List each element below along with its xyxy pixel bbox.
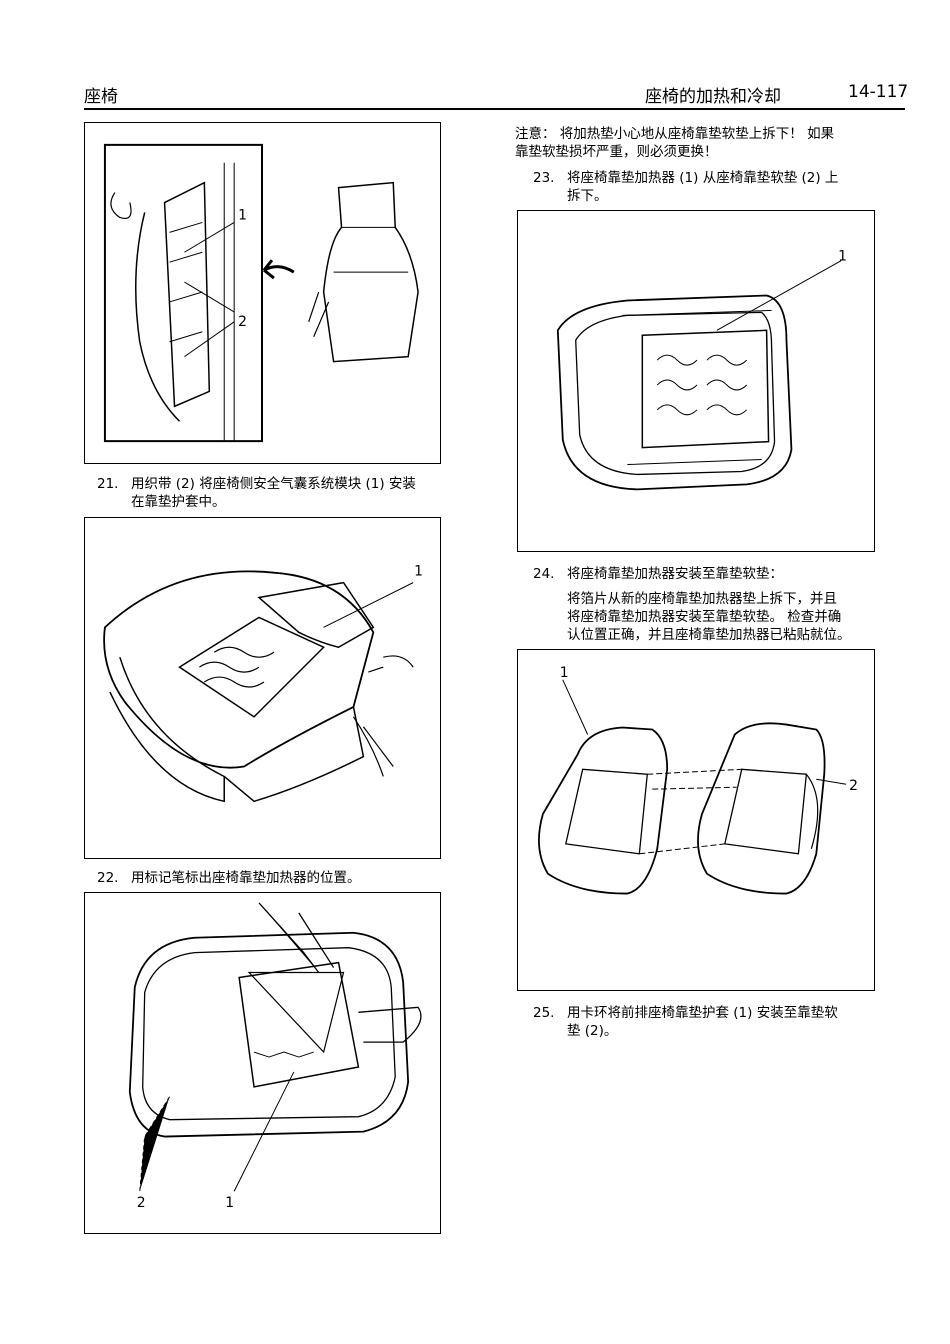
callout-1: 1 [838, 249, 847, 265]
step-22: 22. 用标记笔标出座椅靠垫加热器的位置。 [97, 869, 477, 889]
figure-remove-heater: 1 [517, 210, 875, 552]
figure-install-cover: 1 2 [517, 649, 875, 991]
page-number: 14-117 [848, 82, 909, 102]
callout-1: 1 [238, 207, 247, 223]
step-text-line1: 用卡环将前排座椅靠垫护套 (1) 安装至靠垫软 [567, 1005, 838, 1021]
step-number: 22. [97, 870, 119, 886]
install-cover-illustration: 1 2 [538, 665, 858, 895]
header-rule [84, 108, 905, 110]
step-text-line1: 将座椅靠垫加热器 (1) 从座椅靠垫软垫 (2) 上 [567, 170, 839, 186]
step-21: 21. 用织带 (2) 将座椅侧安全气囊系统模块 (1) 安装 在靠垫护套中。 [97, 475, 477, 515]
step-text-line1: 用标记笔标出座椅靠垫加热器的位置。 [131, 870, 361, 886]
remove-heater-illustration: 1 [556, 249, 847, 491]
step-number: 23. [533, 170, 555, 186]
callout-1: 1 [560, 665, 569, 681]
step-text-line2: 拆下。 [567, 188, 608, 204]
step-24-detail: 将箔片从新的座椅靠垫加热器垫上拆下，并且 将座椅靠垫加热器安装至靠垫软垫。 检查… [567, 590, 907, 644]
page-title: 座椅的加热和冷却 [645, 87, 781, 107]
step-number: 24. [533, 566, 555, 582]
step-text-line2: 在靠垫护套中。 [131, 494, 226, 510]
figure-cushion-heater: 1 [84, 517, 441, 859]
detail-line1: 将箔片从新的座椅靠垫加热器垫上拆下，并且 [567, 591, 837, 607]
note-line1: 注意： 将加热垫小心地从座椅靠垫软垫上拆下！ 如果 [515, 126, 835, 142]
airbag-module-illustration: 1 2 [103, 143, 419, 443]
callout-2: 2 [137, 1195, 146, 1211]
mark-heater-illustration: 2 1 [128, 902, 422, 1211]
step-text-line1: 用织带 (2) 将座椅侧安全气囊系统模块 (1) 安装 [131, 476, 416, 492]
figure-airbag-module: 1 2 [84, 122, 441, 464]
step-text-line2: 垫 (2)。 [567, 1023, 618, 1039]
figure-mark-heater: 2 1 [84, 892, 441, 1234]
callout-2: 2 [238, 314, 247, 330]
callout-2: 2 [849, 778, 858, 794]
step-number: 21. [97, 476, 119, 492]
callout-1: 1 [414, 564, 423, 580]
detail-line3: 认位置正确，并且座椅靠垫加热器已粘贴就位。 [567, 627, 851, 643]
caution-note: 注意： 将加热垫小心地从座椅靠垫软垫上拆下！ 如果 靠垫软垫损坏严重，则必须更换… [515, 125, 910, 161]
step-text-line1: 将座椅靠垫加热器安装至靠垫软垫： [567, 566, 783, 582]
detail-line2: 将座椅靠垫加热器安装至靠垫软垫。 检查并确 [567, 609, 842, 625]
step-23: 23. 将座椅靠垫加热器 (1) 从座椅靠垫软垫 (2) 上 拆下。 [533, 169, 903, 209]
section-title: 座椅 [84, 87, 118, 107]
step-24: 24. 将座椅靠垫加热器安装至靠垫软垫： [533, 565, 903, 585]
step-number: 25. [533, 1005, 555, 1021]
callout-1: 1 [225, 1195, 234, 1211]
step-25: 25. 用卡环将前排座椅靠垫护套 (1) 安装至靠垫软 垫 (2)。 [533, 1004, 903, 1044]
cushion-heater-illustration: 1 [103, 564, 423, 803]
note-line2: 靠垫软垫损坏严重，则必须更换！ [515, 144, 718, 160]
